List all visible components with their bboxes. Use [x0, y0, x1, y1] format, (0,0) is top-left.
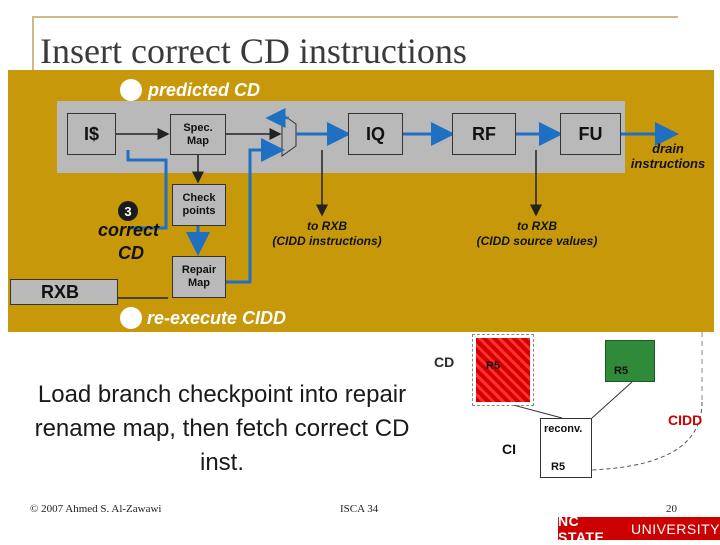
drain-instructions-label: drain instructions: [622, 141, 714, 171]
to-rxb-cidd-instructions-label: to RXB (CIDD instructions): [252, 219, 402, 249]
check-points-box: Check points: [172, 184, 226, 226]
to-rxb-1-line2: (CIDD instructions): [272, 234, 382, 248]
cfg-r5-read-label: R5: [551, 461, 566, 473]
cfg-r5-write-label-2: R5: [614, 365, 629, 377]
footer-venue: ISCA 34: [340, 503, 379, 515]
check-points-label-2: points: [182, 205, 216, 217]
step-1-bullet: [120, 79, 142, 101]
cfg-reconv-block: reconv. R5: [540, 418, 592, 478]
correct-cd-label-line2: CD: [118, 243, 144, 263]
brand-rest: UNIVERSITY: [630, 520, 720, 537]
to-rxb-cidd-source-label: to RXB (CIDD source values): [456, 219, 618, 249]
rxb-box: RXB: [10, 279, 118, 305]
drain-label-line2: instructions: [630, 156, 706, 171]
title-frame-top-rule: [32, 16, 678, 18]
step-3-bullet: 3: [118, 201, 138, 221]
spec-map-box: Spec. Map: [170, 114, 226, 155]
cfg-cd-label: CD: [434, 354, 455, 370]
to-rxb-1-line1: to RXB: [307, 219, 347, 233]
slide-title: Insert correct CD instructions: [40, 31, 467, 71]
cfg-r5-write-label: R5: [486, 360, 501, 372]
iq-box: IQ: [348, 113, 403, 155]
correct-cd-label-line1: correct: [98, 220, 160, 240]
spec-map-label-1: Spec.: [183, 121, 213, 134]
icache-box: I$: [67, 113, 116, 155]
title-frame-left-rule: [32, 16, 34, 70]
university-logo: NC STATE UNIVERSITY: [558, 513, 720, 545]
cfg-reconv-label: reconv.: [544, 423, 583, 435]
to-rxb-2-line2: (CIDD source values): [476, 234, 598, 248]
predicted-cd-label: predicted CD: [148, 80, 261, 100]
rf-box: RF: [452, 113, 516, 155]
spec-map-label-2: Map: [187, 134, 209, 147]
slide-description: Load branch checkpoint into repair renam…: [34, 381, 410, 476]
repair-map-box: Repair Map: [172, 256, 226, 298]
cfg-green-block: R5: [605, 340, 655, 382]
footer-page-number: 20: [666, 503, 677, 515]
check-points-label-1: Check: [182, 192, 216, 204]
repair-map-label-2: Map: [188, 277, 210, 289]
fu-box: FU: [560, 113, 621, 155]
description-panel: [0, 332, 432, 492]
repair-map-label-1: Repair: [181, 264, 217, 276]
cfg-cd-block: R5: [472, 334, 534, 406]
to-rxb-2-line1: to RXB: [517, 219, 557, 233]
step-last-bullet: [120, 307, 142, 329]
cfg-cidd-label: CIDD: [668, 412, 703, 428]
re-execute-cidd-label: re-execute CIDD: [147, 308, 287, 328]
footer-copyright: © 2007 Ahmed S. Al-Zawawi: [30, 503, 162, 515]
drain-label-line1: drain: [652, 141, 684, 156]
cfg-ci-label: CI: [502, 441, 516, 457]
